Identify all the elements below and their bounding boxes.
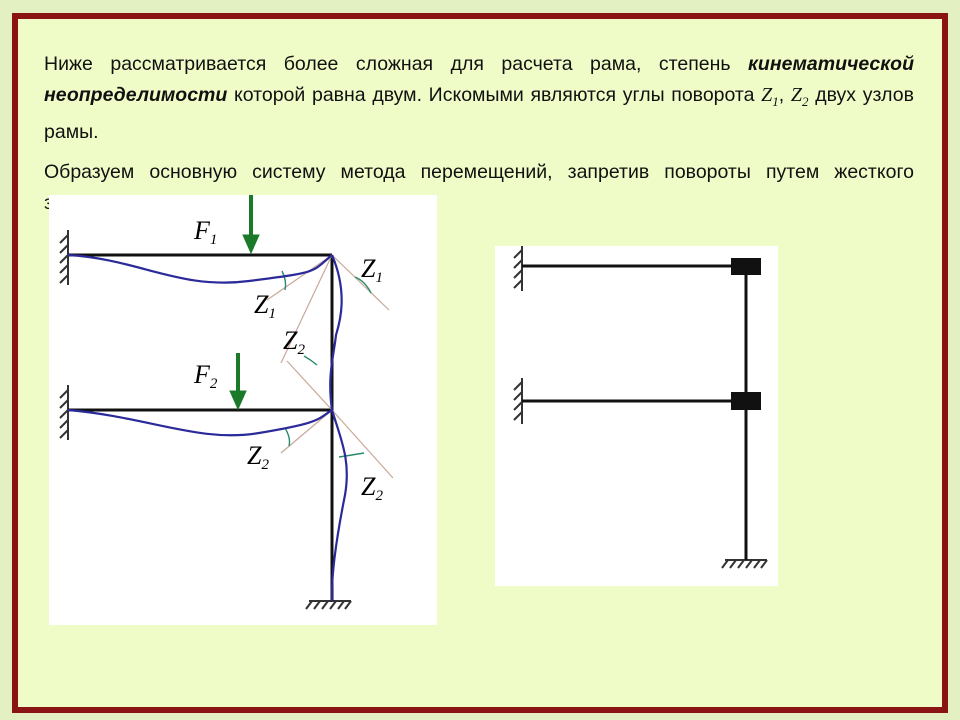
label-z1-right: Z1 — [361, 254, 383, 286]
rotation-arcs — [281, 270, 372, 458]
basic-system-diagram — [495, 246, 778, 586]
label-z2-lower-left: Z2 — [247, 441, 269, 473]
frame-members — [68, 253, 334, 601]
label-f2: F2 — [193, 360, 218, 392]
wall-support-bottom — [513, 378, 523, 424]
label-z1-left: Z1 — [254, 290, 276, 322]
deflection-column — [329, 254, 348, 602]
deflection-beam-top — [67, 253, 333, 284]
kinematic-indeterminacy-term: кинематической неопределимости — [44, 52, 914, 106]
deflection-curves — [67, 253, 348, 602]
deformed-frame-diagram: F1 F2 Z1 Z1 Z2 Z2 Z2 — [49, 195, 437, 625]
wall-support-top — [513, 246, 523, 291]
label-z2-lower-right: Z2 — [361, 472, 383, 504]
rotation-tangents — [266, 254, 394, 479]
label-f1: F1 — [193, 216, 217, 248]
label-z2-upper: Z2 — [283, 326, 305, 358]
intro-text-1: Ниже рассматривается более сложная для р… — [44, 52, 749, 75]
joint-clamp-bottom — [731, 392, 761, 410]
ground-support — [305, 600, 352, 610]
joint-clamp-top — [731, 258, 761, 275]
intro-paragraph: Ниже рассматривается более сложная для р… — [44, 49, 914, 148]
ground-support — [721, 559, 768, 569]
wall-support-top — [59, 230, 69, 285]
load-arrow-f2 — [229, 353, 247, 411]
frame-members — [522, 264, 748, 560]
intro-text-3: двух узлов рамы. — [44, 83, 914, 143]
var-z2: Z2 — [790, 83, 809, 109]
var-z1: Z1 — [761, 83, 779, 109]
intro-text-2: которой равна двум. Искомыми являются уг… — [227, 83, 762, 106]
intro-separator: , — [778, 83, 791, 106]
deflection-beam-bottom — [67, 408, 333, 437]
wall-support-bottom — [59, 385, 69, 440]
load-arrow-f1 — [242, 195, 260, 255]
